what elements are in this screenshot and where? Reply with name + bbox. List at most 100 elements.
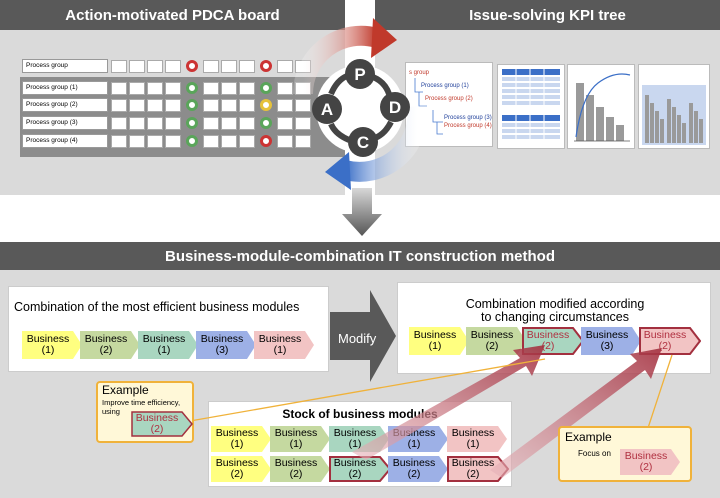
cell [295,116,311,130]
cell [295,134,311,148]
cell [111,59,127,73]
cell [239,59,255,73]
module-number: (2) [348,468,362,480]
example-callout-line2: using [102,407,120,416]
pdca-row-3: Process group (3) [22,115,340,131]
cell [165,59,181,73]
pdca-row-cells [111,134,311,148]
cell [129,59,145,73]
cell [129,98,145,112]
module-label: Business [215,427,259,439]
cell [165,98,181,112]
cell [277,116,293,130]
pdca-row-2: Process group (2) [22,97,340,113]
module-business-2: Business(2) [211,456,271,482]
cell [239,81,255,95]
cell [203,98,219,112]
cell [277,134,293,148]
cell [111,98,127,112]
table-grid-icon [502,69,560,143]
module-number: (2) [658,340,672,352]
pdca-board-header: Action-motivated PDCA board [0,0,345,30]
example-callout-line1: Focus on [578,449,611,458]
cell [221,134,237,148]
module-label: Business [585,329,629,341]
kpi-pareto-thumbnail [567,64,635,149]
status-ring-icon [260,82,272,94]
status-ring-icon [186,117,198,129]
module-business-1: Business(1) [270,426,330,452]
module-label: Business [274,457,318,469]
module-number: (1) [41,344,55,356]
modified-title-line1: Combination modified according [465,297,645,311]
cell [129,134,145,148]
module-business-2: Business(2) [466,327,526,355]
modify-label: Modify [338,331,377,346]
efficient-combination-box [8,286,329,372]
module-business-2-highlighted: Business(2) [329,456,389,482]
module-number: (1) [230,438,244,450]
example-callout-title: Example [102,383,149,397]
cell [203,59,219,73]
pdca-row-cells [111,98,311,112]
module-business-2-highlighted: Business(2) [447,456,507,482]
kpi-trend-thumbnail [638,64,710,149]
pdca-row-cells [111,59,311,73]
pdca-row-1: Process group (1) [22,80,340,96]
status-ring-icon [186,99,198,111]
module-label: Business [643,329,687,341]
module-business-2: Business(2) [388,456,448,482]
module-business-2-highlighted: Business(2) [639,327,699,355]
module-number: (2) [541,340,555,352]
module-label: Business [413,329,457,341]
pdca-row-header: Process group [22,58,340,74]
module-label: Business [470,329,514,341]
example-module-business-2: Business(2) [620,449,680,475]
it-method-header: Business-module-combination IT construct… [0,242,720,270]
module-business-1: Business(1) [329,426,389,452]
module-business-1: Business(1) [138,331,198,359]
kpi-node-4: Process group (4) [444,123,492,129]
cell [111,81,127,95]
module-number: (3) [215,344,229,356]
module-number: (1) [407,438,421,450]
module-number: (2) [99,344,113,356]
cell [147,81,163,95]
status-ring-icon [186,82,198,94]
status-ring-icon [260,135,272,147]
kpi-table-thumbnail [497,64,565,149]
kpi-node-2: Process group (2) [425,96,473,102]
module-number: (2) [485,340,499,352]
kpi-tree-title: Issue-solving KPI tree [469,6,626,24]
cell [203,116,219,130]
pdca-row-cells [111,116,311,130]
cell [147,134,163,148]
module-business-1: Business(1) [388,426,448,452]
cell [221,59,237,73]
cell [295,98,311,112]
example-callout-title: Example [565,430,612,444]
down-arrow-icon [342,188,382,236]
pdca-row-4: Process group (4) [22,133,340,149]
cell [277,59,293,73]
cell [147,98,163,112]
pdca-row-label: Process group (2) [22,98,108,112]
cell [129,81,145,95]
module-number: (1) [466,438,480,450]
module-business-2: Business(2) [80,331,140,359]
module-label: Business [392,457,436,469]
kpi-tree-header: Issue-solving KPI tree [375,0,720,30]
modified-title-line2: to changing circumstances [481,310,629,324]
module-number: (1) [157,344,171,356]
kpi-node-root: s group [409,70,430,76]
module-label: Business [333,457,377,469]
module-label: Business [142,333,186,345]
cell [221,98,237,112]
cell [277,98,293,112]
module-number: (2) [407,468,421,480]
example-callout-line1: Improve time efficiency, [102,398,181,407]
module-business-1: Business(1) [447,426,507,452]
module-business-2-highlighted: Business(2) [522,327,582,355]
cell [165,116,181,130]
cell [277,81,293,95]
